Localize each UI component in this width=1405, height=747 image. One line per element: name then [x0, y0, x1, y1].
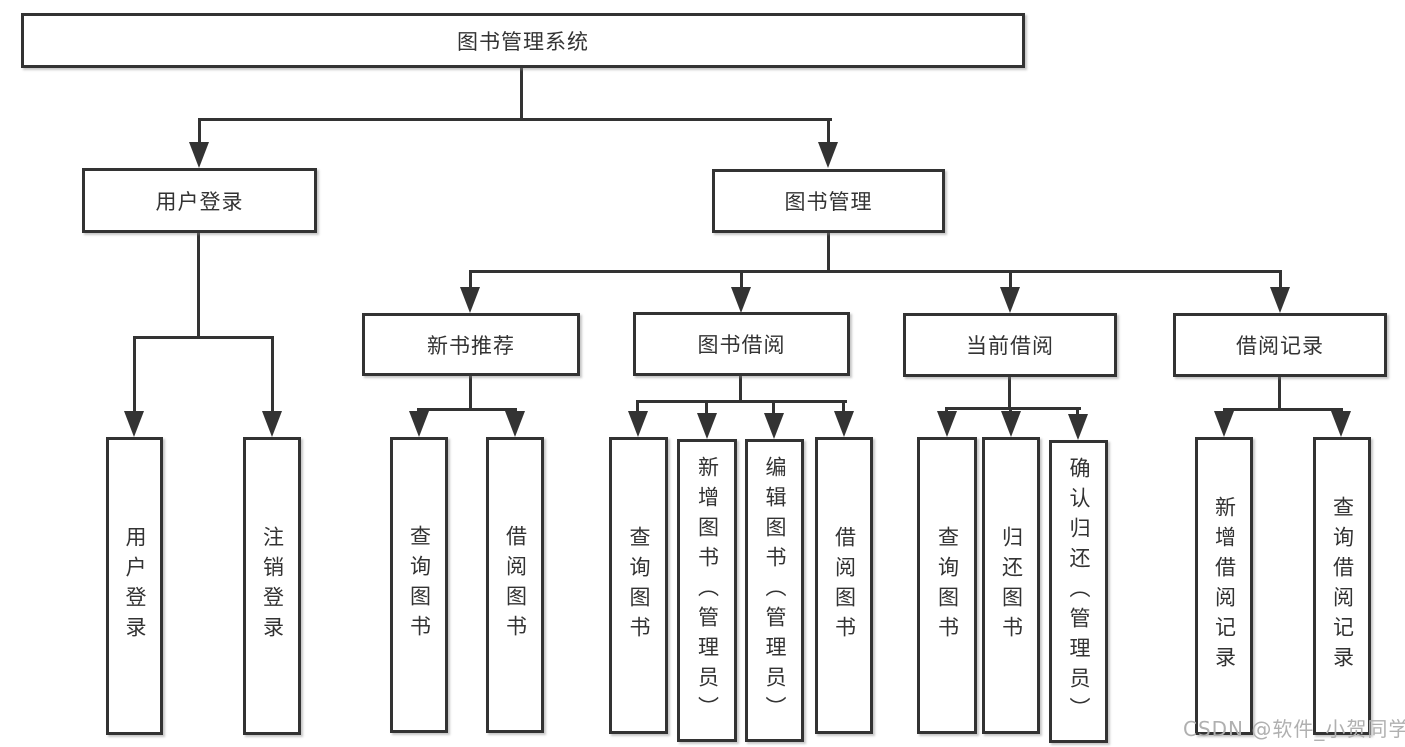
node-book-mgmt: 图书管理 — [712, 169, 945, 233]
connector-line — [945, 407, 1081, 410]
arrowhead-down — [764, 413, 784, 439]
leaf-add-borrow-record: 新增借阅记录 — [1195, 437, 1253, 735]
leaf-user-login: 用户登录 — [106, 437, 163, 735]
connector-line — [842, 400, 845, 413]
arrowhead-down — [262, 411, 282, 437]
connector-line — [133, 339, 136, 413]
leaf-borrow-book-borrow-label: 借阅图书 — [832, 525, 857, 646]
node-book-borrow: 图书借阅 — [633, 312, 850, 376]
leaf-logout: 注销登录 — [243, 437, 301, 735]
connector-line — [469, 376, 472, 410]
arrowhead-down — [1270, 287, 1290, 313]
connector-line — [1076, 407, 1079, 416]
leaf-edit-book: 编辑图书（管理员） — [745, 439, 804, 742]
arrowhead-down — [189, 142, 209, 168]
leaf-query-borrow-record-label: 查询借阅记录 — [1330, 496, 1355, 676]
node-new-book-rec: 新书推荐 — [362, 313, 580, 376]
arrowhead-down — [1000, 287, 1020, 313]
leaf-query-book-rec: 查询图书 — [390, 437, 448, 733]
leaf-borrow-book-rec-label: 借阅图书 — [503, 525, 528, 645]
leaf-add-book-label: 新增图书（管理员） — [695, 455, 720, 726]
leaf-confirm-return-label: 确认归还（管理员） — [1067, 456, 1091, 727]
watermark: CSDN @软件_小贺同学 — [1183, 717, 1405, 741]
connector-line — [1278, 377, 1281, 410]
connector-line — [133, 336, 274, 339]
arrowhead-down — [731, 287, 751, 313]
arrowhead-down — [505, 411, 525, 437]
arrowhead-down — [1331, 411, 1351, 437]
connector-line — [197, 233, 200, 338]
leaf-confirm-return: 确认归还（管理员） — [1049, 440, 1108, 743]
connector-line — [469, 273, 472, 289]
connector-line — [705, 400, 708, 415]
node-borrow-records: 借阅记录 — [1173, 313, 1387, 377]
node-root-label: 图书管理系统 — [457, 29, 589, 54]
connector-line — [739, 376, 742, 402]
arrowhead-down — [628, 411, 648, 437]
arrowhead-down — [1068, 414, 1088, 440]
leaf-query-book-borrow-label: 查询图书 — [627, 525, 651, 646]
leaf-return-book-label: 归还图书 — [999, 525, 1024, 646]
node-book-borrow-label: 图书借阅 — [697, 333, 786, 357]
leaf-query-book-current: 查询图书 — [917, 437, 977, 734]
node-current-borrow: 当前借阅 — [903, 313, 1117, 377]
connector-line — [636, 400, 639, 413]
node-book-mgmt-label: 图书管理 — [784, 190, 873, 214]
connector-line — [1009, 273, 1012, 289]
connector-line — [827, 121, 830, 144]
arrowhead-down — [409, 411, 429, 437]
leaf-borrow-book-rec: 借阅图书 — [486, 437, 544, 733]
node-user-login-label: 用户登录 — [155, 189, 244, 214]
leaf-query-book-borrow: 查询图书 — [609, 437, 668, 734]
leaf-user-login-label: 用户登录 — [123, 526, 147, 646]
leaf-borrow-book-borrow: 借阅图书 — [815, 437, 873, 734]
node-current-borrow-label: 当前借阅 — [966, 334, 1054, 358]
arrowhead-down — [818, 142, 838, 168]
arrowhead-down — [937, 411, 957, 437]
leaf-return-book: 归还图书 — [982, 437, 1040, 734]
connector-line — [945, 407, 948, 413]
arrowhead-down — [834, 411, 854, 437]
connector-line — [417, 408, 517, 411]
leaf-add-borrow-record-label: 新增借阅记录 — [1212, 496, 1237, 676]
connector-line — [1223, 408, 1343, 411]
connector-line — [198, 121, 201, 144]
connector-line — [772, 400, 775, 415]
node-new-book-rec-label: 新书推荐 — [427, 333, 515, 358]
connector-line — [827, 233, 830, 272]
connector-line — [1279, 273, 1282, 289]
node-borrow-records-label: 借阅记录 — [1236, 334, 1324, 358]
leaf-query-book-current-label: 查询图书 — [935, 525, 960, 646]
arrowhead-down — [697, 413, 717, 439]
connector-line — [271, 339, 274, 413]
arrowhead-down — [124, 411, 144, 437]
arrowhead-down — [1214, 411, 1234, 437]
arrowhead-down — [460, 287, 480, 313]
leaf-add-book: 新增图书（管理员） — [677, 439, 737, 742]
leaf-query-borrow-record: 查询借阅记录 — [1313, 437, 1371, 735]
arrowhead-down — [1001, 411, 1021, 437]
connector-line — [1009, 407, 1012, 413]
connector-line — [740, 273, 743, 289]
connector-line — [469, 270, 1282, 273]
leaf-logout-label: 注销登录 — [260, 526, 285, 646]
connector-line — [637, 400, 847, 403]
node-root: 图书管理系统 — [21, 13, 1025, 68]
connector-line — [198, 118, 832, 121]
connector-line — [1008, 377, 1011, 409]
connector-line — [520, 68, 523, 120]
node-user-login: 用户登录 — [82, 168, 317, 233]
leaf-edit-book-label: 编辑图书（管理员） — [763, 455, 787, 726]
leaf-query-book-rec-label: 查询图书 — [407, 525, 432, 645]
